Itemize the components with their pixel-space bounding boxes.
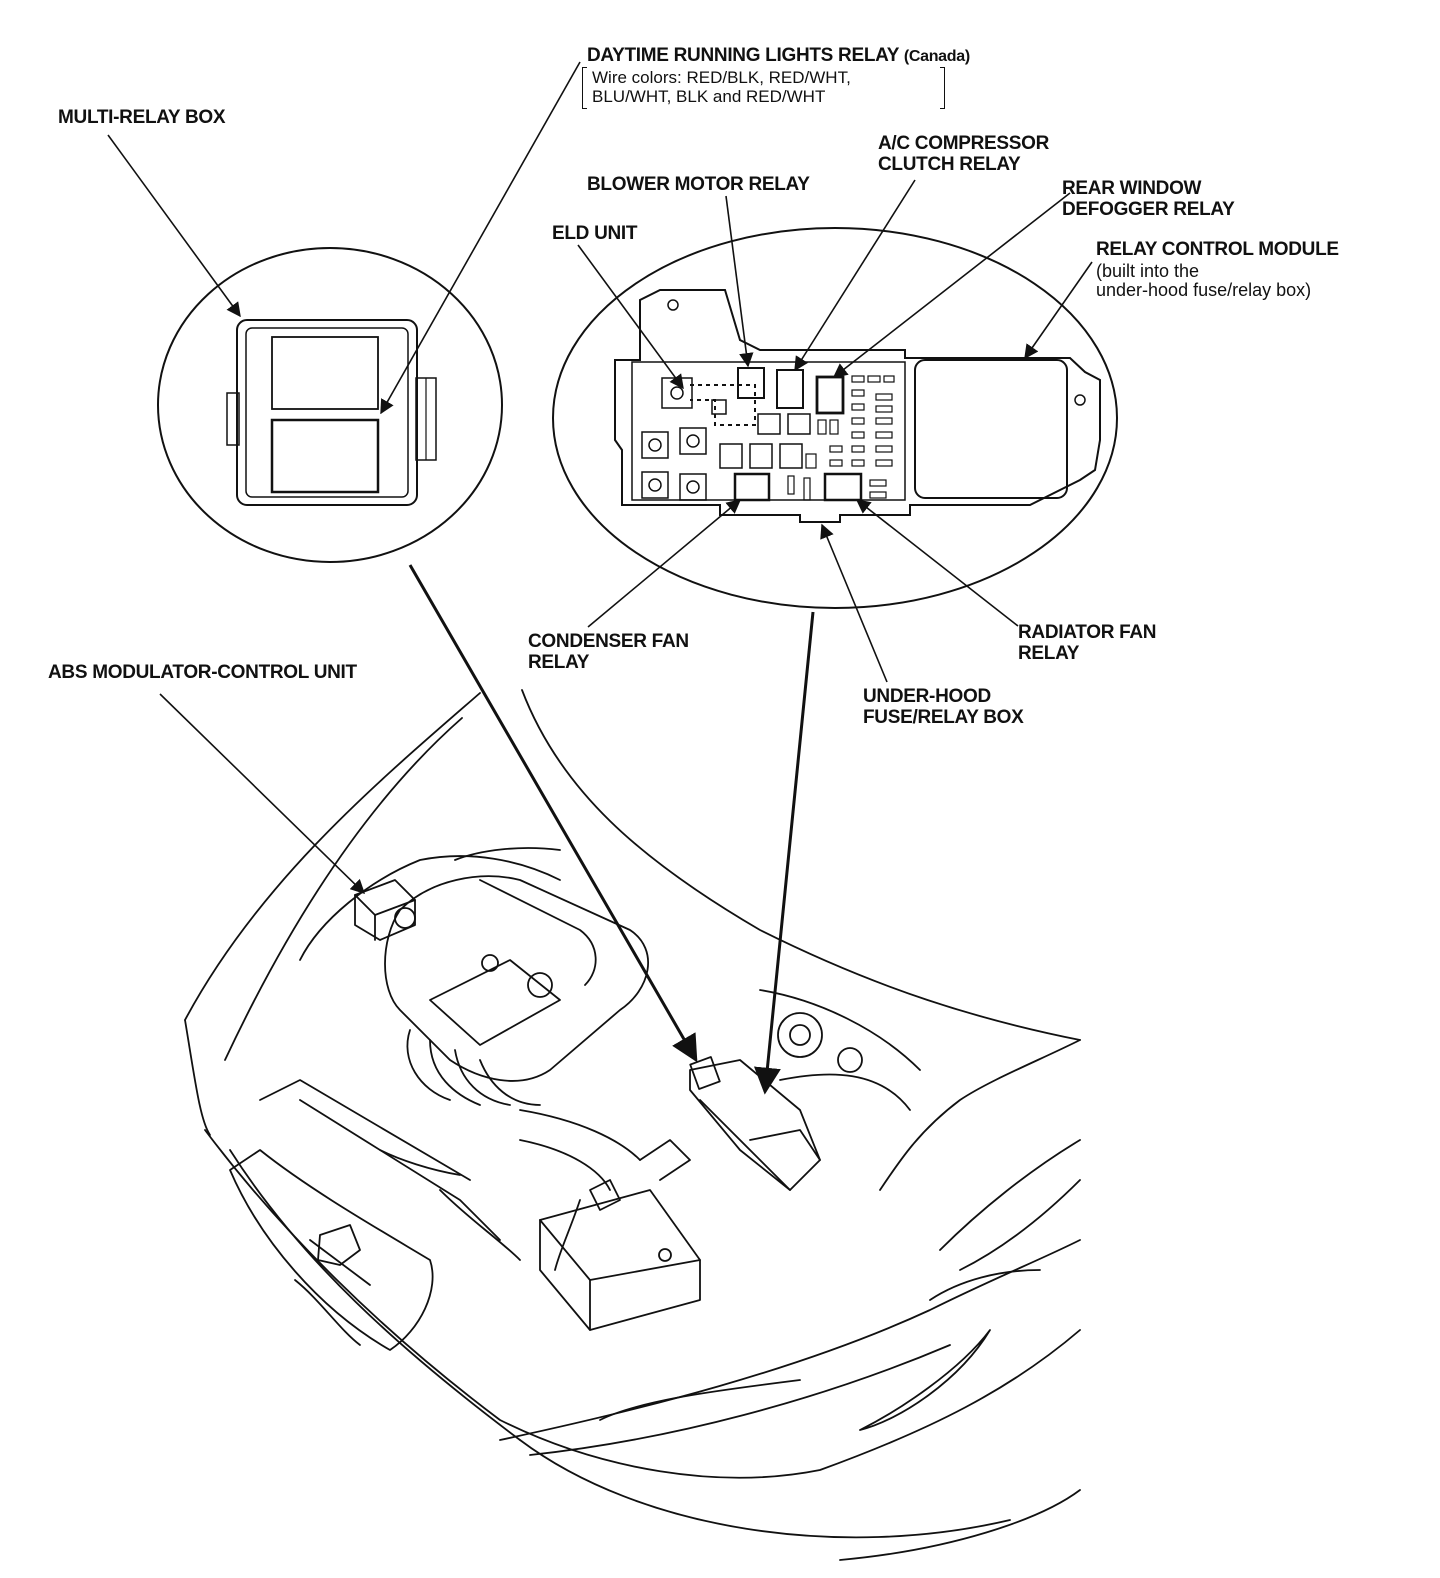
under-hood-box-line-2: FUSE/RELAY BOX bbox=[863, 707, 1024, 728]
leader-abs-unit bbox=[159, 693, 366, 895]
drl-wire-bracket-left bbox=[582, 67, 587, 109]
drl-wire-colors: Wire colors: RED/BLK, RED/WHT, BLU/WHT, … bbox=[592, 68, 851, 106]
relay-control-module-note: (built into the under-hood fuse/relay bo… bbox=[1096, 262, 1311, 300]
rear-window-defogger-line-1: REAR WINDOW bbox=[1062, 178, 1202, 199]
drl-wire-bracket-right bbox=[940, 67, 945, 109]
rear-window-defogger-line-2: DEFOGGER RELAY bbox=[1062, 199, 1235, 220]
relay-control-module-note-2: under-hood fuse/relay box) bbox=[1096, 280, 1312, 300]
leader-lines bbox=[107, 61, 1093, 1095]
blower-motor-relay-label: BLOWER MOTOR RELAY bbox=[587, 174, 810, 195]
radiator-fan-relay-line-2: RELAY bbox=[1018, 643, 1080, 664]
ac-compressor-relay-line-1: A/C COMPRESSOR bbox=[878, 133, 1050, 154]
drl-wire-colors-line-1: Wire colors: RED/BLK, RED/WHT, bbox=[592, 68, 851, 87]
leader-drl-relay bbox=[380, 61, 581, 415]
condenser-fan-relay-line-1: CONDENSER FAN bbox=[528, 631, 689, 652]
relay-control-module-label: RELAY CONTROL MODULE bbox=[1096, 239, 1339, 260]
ac-compressor-relay-line-2: CLUTCH RELAY bbox=[878, 154, 1021, 175]
leader-relay-control-module bbox=[1024, 261, 1093, 360]
condenser-fan-relay-line-2: RELAY bbox=[528, 652, 590, 673]
relay-control-module-note-1: (built into the bbox=[1096, 261, 1200, 281]
under-hood-box-line-1: UNDER-HOOD bbox=[863, 686, 991, 707]
leader-under-hood-to-car bbox=[753, 611, 815, 1095]
under-hood-box-label: UNDER-HOOD FUSE/RELAY BOX bbox=[863, 686, 1024, 728]
eld-unit-label: ELD UNIT bbox=[552, 223, 638, 244]
condenser-fan-relay-label: CONDENSER FAN RELAY bbox=[528, 631, 689, 673]
leader-ac-compressor-relay bbox=[794, 179, 916, 372]
leader-multi-relay-to-car bbox=[408, 564, 698, 1063]
leader-under-hood-box bbox=[820, 523, 888, 683]
drl-relay-title: DAYTIME RUNNING LIGHTS RELAY bbox=[587, 45, 899, 66]
leader-blower-motor-relay bbox=[725, 195, 754, 368]
multi-relay-box-label: MULTI-RELAY BOX bbox=[58, 107, 226, 128]
leader-radiator-fan-relay bbox=[855, 499, 1019, 627]
radiator-fan-relay-label: RADIATOR FAN RELAY bbox=[1018, 622, 1157, 664]
abs-unit-label: ABS MODULATOR-CONTROL UNIT bbox=[48, 662, 357, 683]
leader-condenser-fan-relay bbox=[587, 499, 742, 628]
leader-eld-unit bbox=[577, 244, 684, 390]
ac-compressor-relay-label: A/C COMPRESSOR CLUTCH RELAY bbox=[878, 133, 1049, 175]
leader-multi-relay-box bbox=[107, 134, 241, 318]
under-hood-box-detail bbox=[552, 227, 1118, 609]
radiator-fan-relay-line-1: RADIATOR FAN bbox=[1018, 622, 1157, 643]
drl-relay-note: (Canada) bbox=[903, 48, 970, 65]
vehicle-front-engine-bay bbox=[184, 689, 1081, 1561]
drl-relay-label: DAYTIME RUNNING LIGHTS RELAY (Canada) bbox=[587, 45, 970, 67]
rear-window-defogger-relay-label: REAR WINDOW DEFOGGER RELAY bbox=[1062, 178, 1235, 220]
multi-relay-box-detail bbox=[157, 247, 503, 563]
leader-rear-window-defogger-relay bbox=[832, 192, 1071, 378]
drl-wire-colors-line-2: BLU/WHT, BLK and RED/WHT bbox=[592, 87, 826, 106]
